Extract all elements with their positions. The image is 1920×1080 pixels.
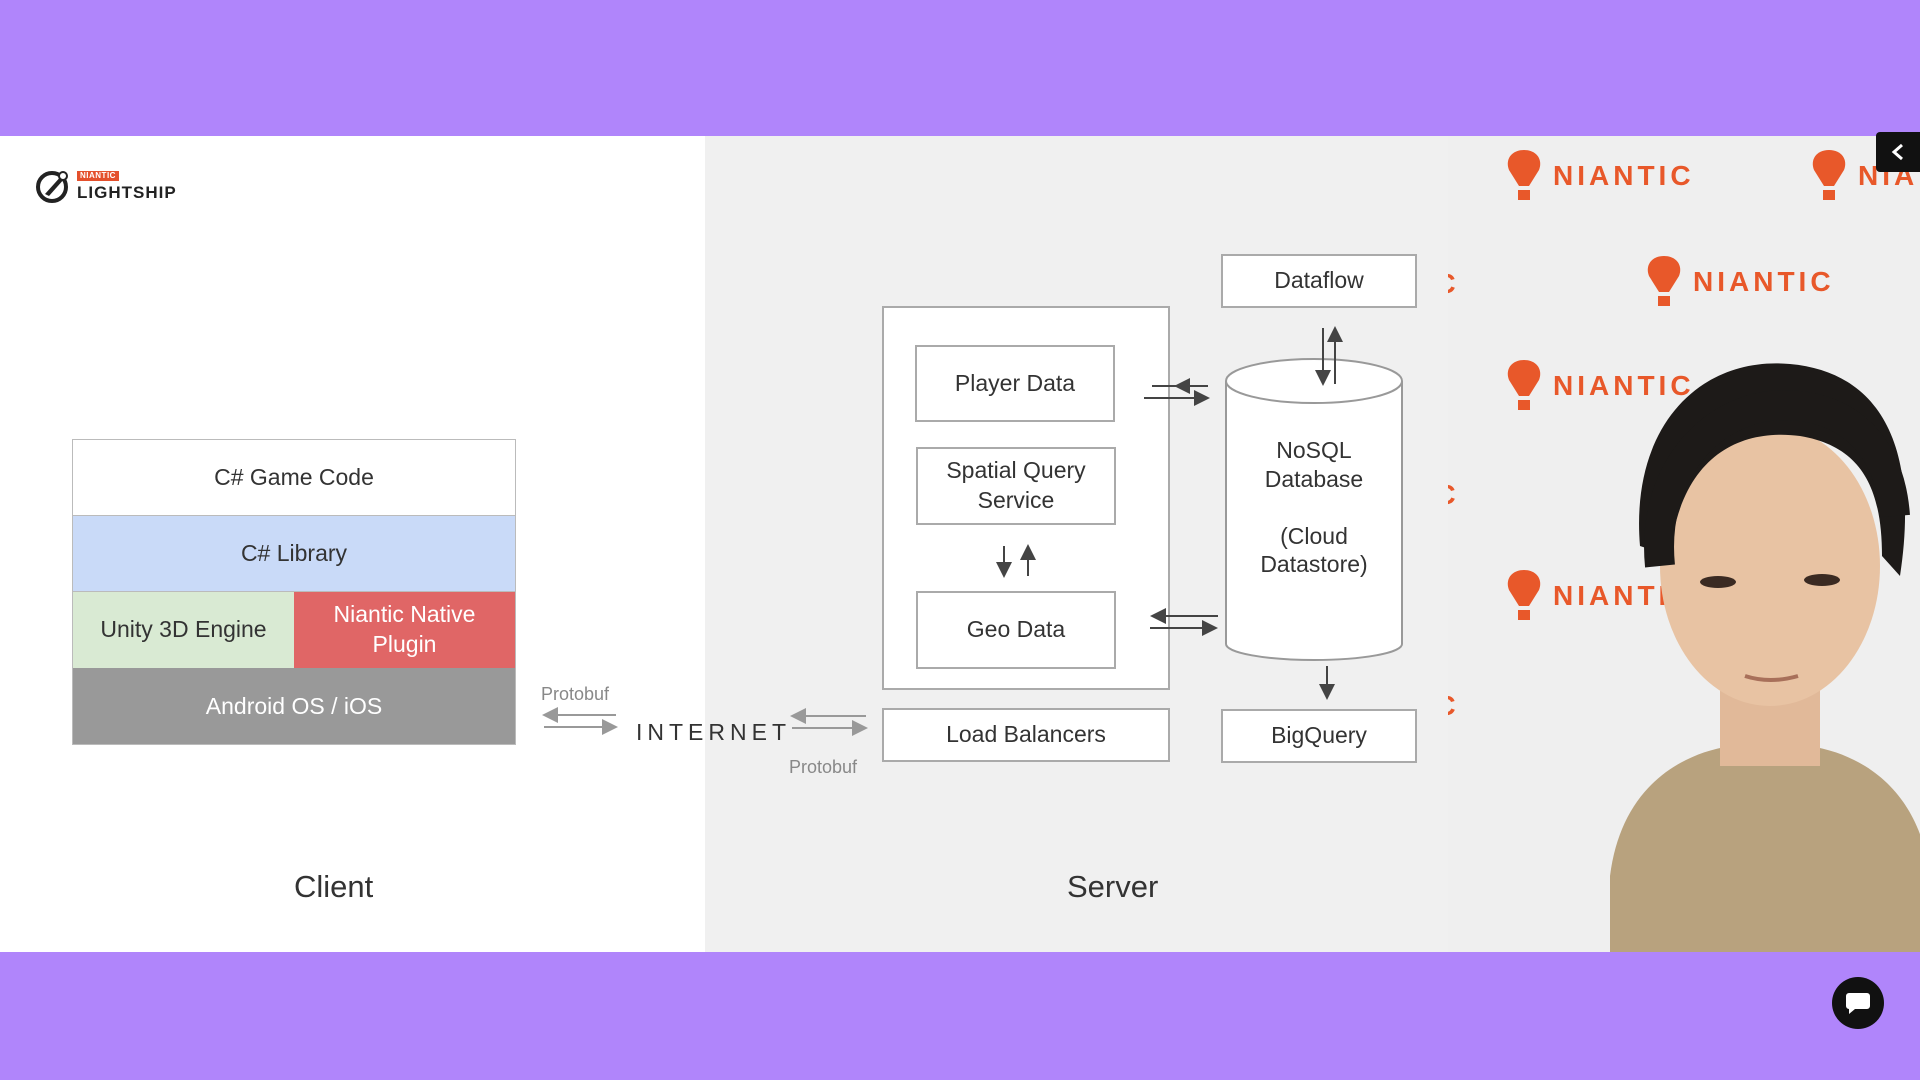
player-data-box: Player Data: [915, 345, 1115, 422]
layer-native-plugin: Niantic Native Plugin: [294, 592, 515, 668]
nosql-database-label: NoSQL Database (Cloud Datastore): [1226, 436, 1402, 579]
backdrop-brand-text: NIANTIC: [1448, 268, 1460, 300]
backdrop-logo: NIANTIC: [1643, 254, 1835, 310]
bigquery-box: BigQuery: [1221, 709, 1417, 763]
balloon-icon: [1507, 360, 1541, 410]
protobuf-label-right: Protobuf: [789, 757, 858, 777]
layer-os: Android OS / iOS: [73, 668, 515, 744]
backdrop-logo: NIANTIC: [1503, 148, 1695, 204]
layer-engine-row: Unity 3D Engine Niantic Native Plugin: [73, 592, 515, 668]
backdrop-brand-text: NIANTIC: [1553, 370, 1695, 401]
backdrop-logo: NIANTIC: [1448, 690, 1460, 722]
chat-button[interactable]: [1832, 977, 1884, 1029]
top-frame-bar: [0, 0, 1920, 136]
layer-game-code: C# Game Code: [73, 440, 515, 516]
balloon-icon: [1647, 256, 1681, 306]
balloon-icon: [1507, 570, 1541, 620]
lightship-logo: NIANTIC LIGHTSHIP: [35, 168, 177, 204]
layer-library: C# Library: [73, 516, 515, 592]
spatial-query-box: Spatial Query Service: [916, 447, 1116, 525]
chat-bubble-icon: [1846, 993, 1870, 1014]
backdrop-logo: NIANTIC: [1448, 268, 1460, 300]
presenter-video: NIANTIC NIANTIC NIANTIC NIANTIC NIANTIC …: [1448, 136, 1920, 952]
db-line-2: Database: [1264, 465, 1364, 492]
server-label: Server: [1067, 869, 1159, 904]
layer-unity: Unity 3D Engine: [73, 592, 294, 668]
dataflow-box: Dataflow: [1221, 254, 1417, 308]
lightship-logo-icon: [36, 171, 68, 203]
backdrop-brand-text: NIANTIC: [1448, 479, 1460, 511]
backdrop-logo: NIANTIC: [1448, 479, 1460, 511]
db-line-4: Datastore): [1260, 551, 1368, 578]
logo-name: LIGHTSHIP: [77, 183, 177, 202]
diagram-connectors: [542, 326, 1403, 736]
backdrop-logo: NIANTIC: [1503, 358, 1695, 414]
geo-data-box: Geo Data: [916, 591, 1116, 669]
protobuf-label-left: Protobuf: [541, 684, 610, 704]
backdrop-brand-text: NIANTIC: [1693, 266, 1835, 297]
load-balancers-box: Load Balancers: [882, 708, 1170, 762]
balloon-icon: [1812, 150, 1846, 200]
spatial-query-label: Spatial Query Service: [946, 457, 1086, 513]
backdrop-brand-text: NIANTIC: [1553, 160, 1695, 191]
collapse-panel-button[interactable]: [1876, 132, 1920, 172]
nosql-database-cylinder: [1225, 358, 1403, 661]
backdrop-brand-text: NIANTIC: [1448, 690, 1460, 722]
chevron-left-icon: [1891, 143, 1903, 161]
presenter-figure: [1610, 363, 1920, 952]
logo-small-text: NIANTIC: [77, 171, 119, 181]
db-line-3: (Cloud: [1280, 522, 1348, 549]
balloon-icon: [1507, 150, 1541, 200]
presentation-slide: NIANTIC LIGHTSHIP C# Game Code C# Librar…: [0, 136, 1448, 952]
bottom-frame-bar: [0, 952, 1920, 1080]
client-label: Client: [294, 869, 374, 904]
layer-native-plugin-label: Niantic Native Plugin: [333, 601, 476, 657]
internet-label: INTERNET: [636, 719, 791, 745]
db-line-1: NoSQL: [1276, 437, 1352, 463]
client-stack: C# Game Code C# Library Unity 3D Engine …: [72, 439, 516, 745]
